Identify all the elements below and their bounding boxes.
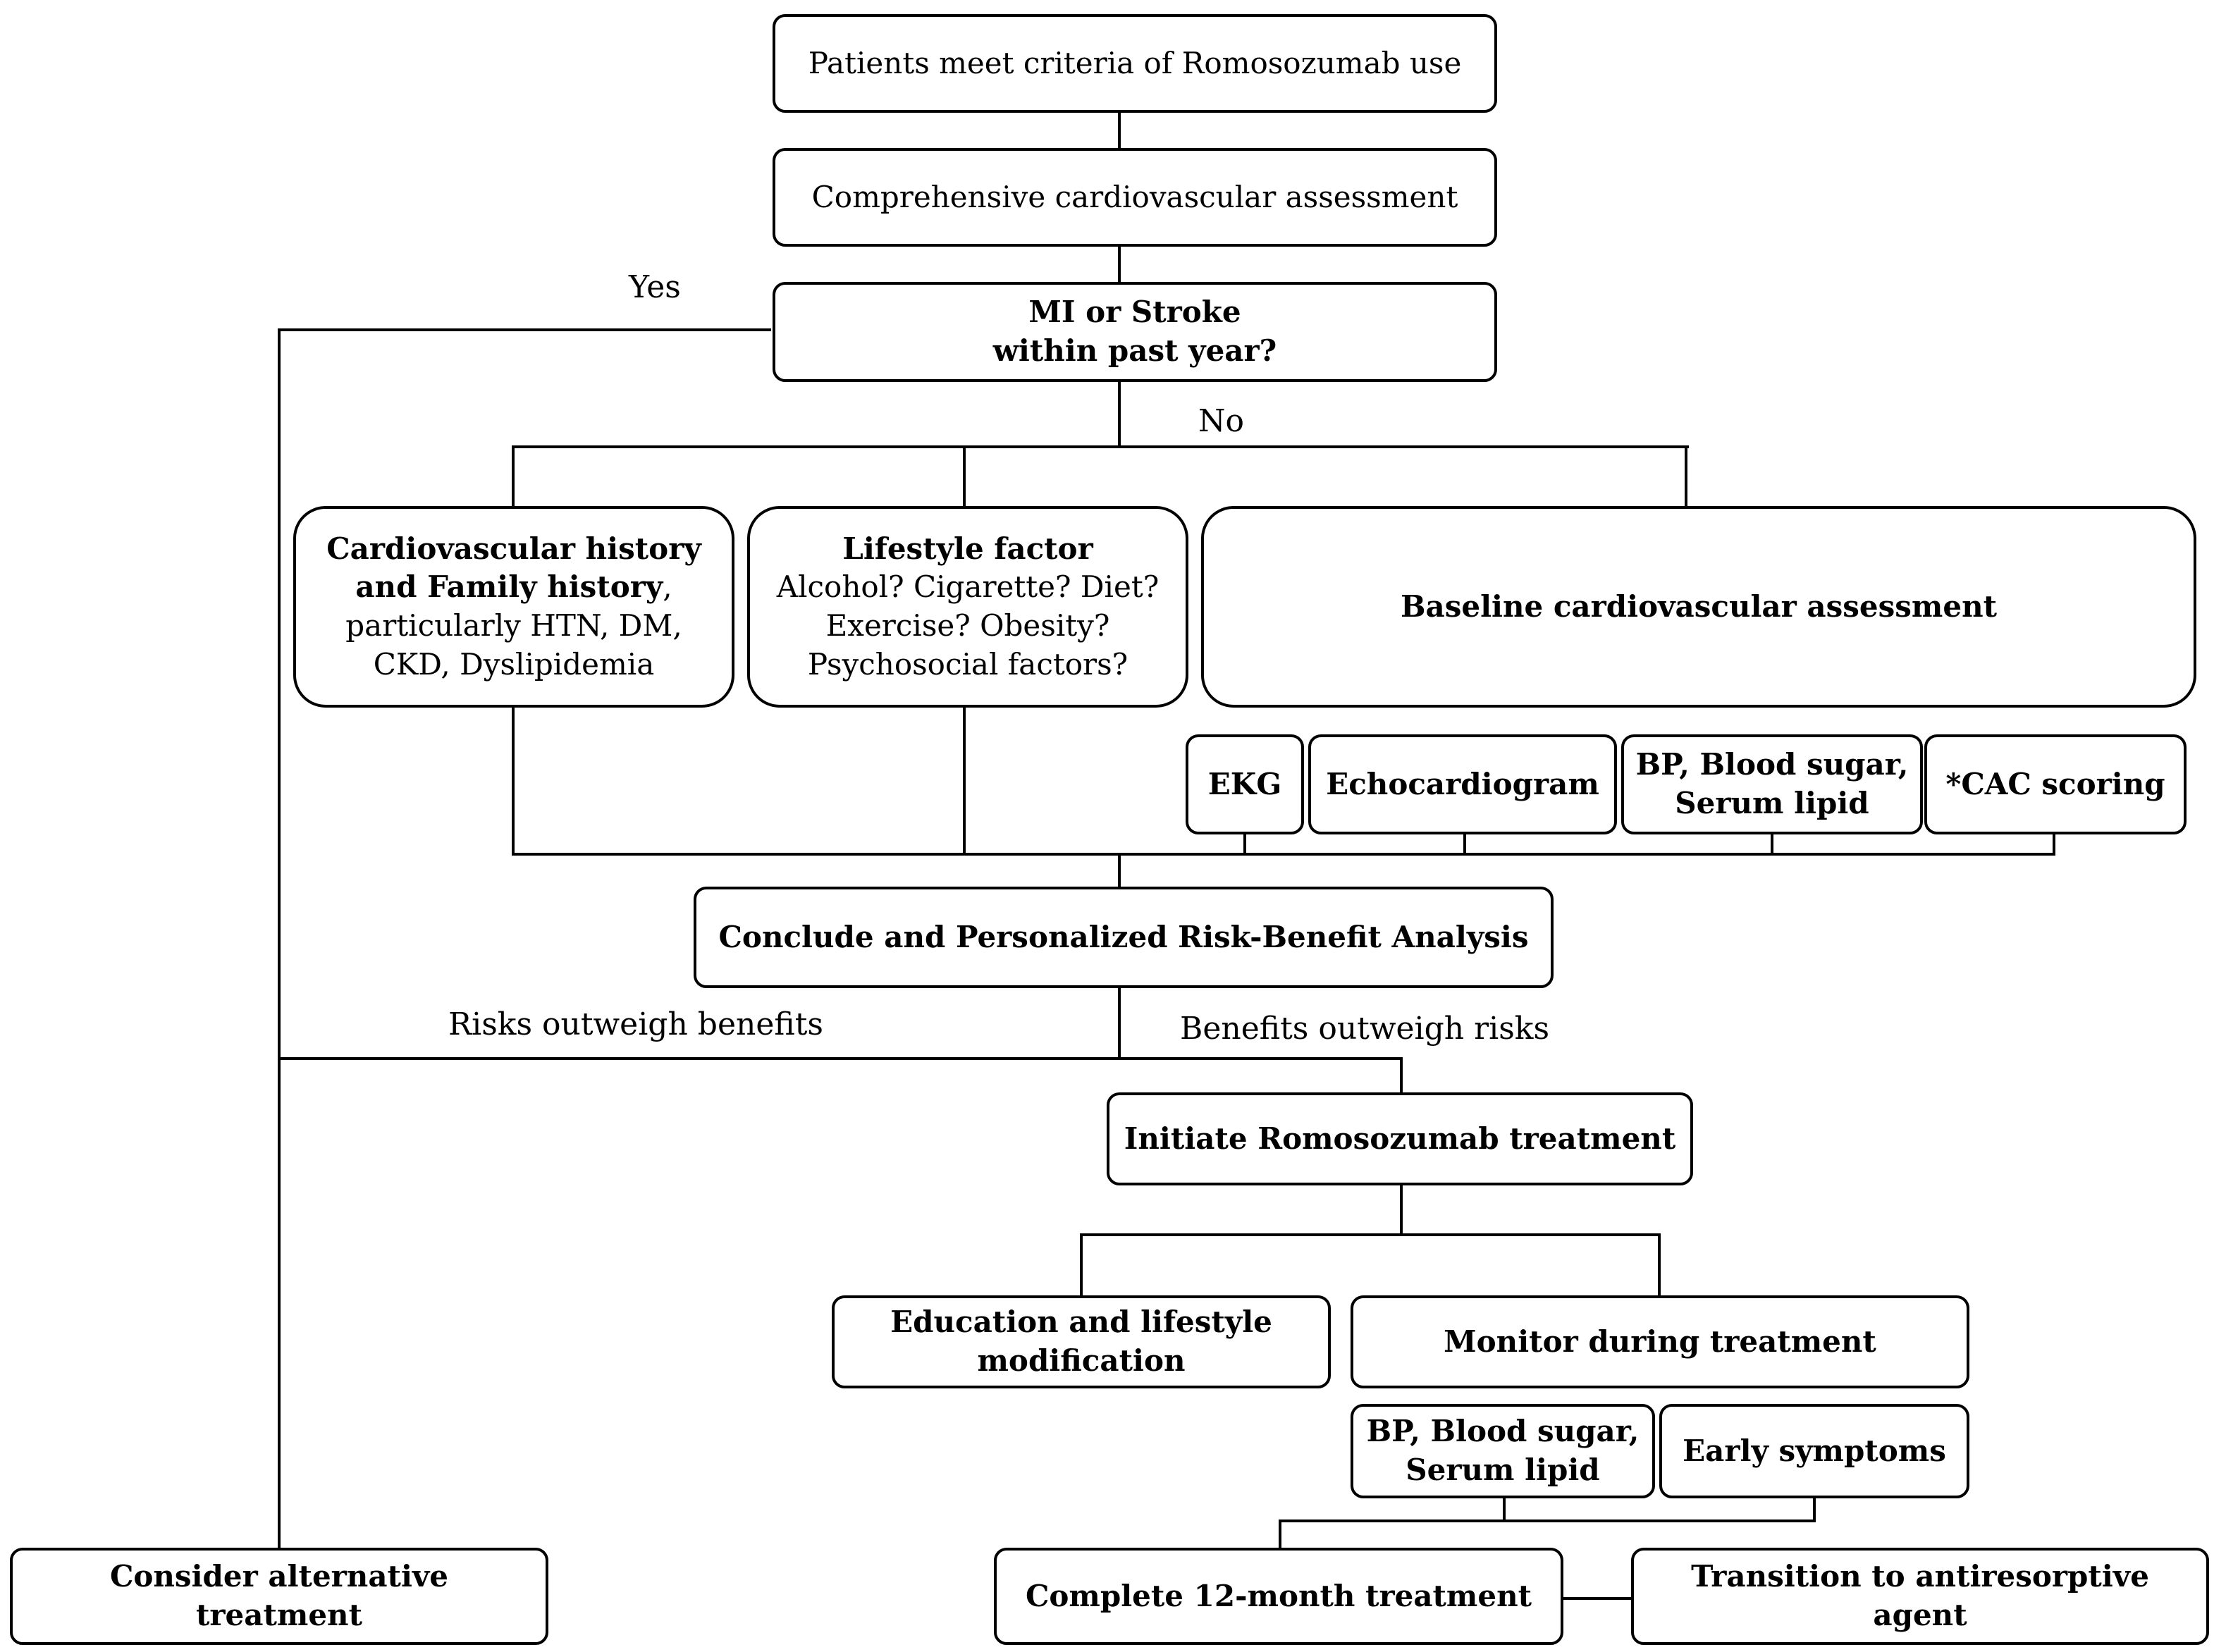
connector xyxy=(1080,1233,1083,1297)
connector xyxy=(512,706,515,856)
cv-history-box: Cardiovascular history and Family histor… xyxy=(293,506,734,708)
transition-box: Transition to antiresorptive agent xyxy=(1631,1548,2209,1645)
comprehensive-assessment-box: Comprehensive cardiovascular assessment xyxy=(773,148,1497,247)
criteria-box: Patients meet criteria of Romosozumab us… xyxy=(773,14,1497,113)
cv-history-line1: Cardiovascular history xyxy=(326,531,701,566)
risk-benefit-box: Conclude and Personalized Risk-Benefit A… xyxy=(694,887,1554,988)
connector xyxy=(1118,111,1121,149)
no-label: No xyxy=(1198,403,1244,439)
connector xyxy=(2053,832,2055,854)
connector xyxy=(1400,1184,1403,1236)
connector xyxy=(963,706,966,856)
alternative-treatment-text: Consider alternative treatment xyxy=(109,1559,449,1632)
baseline-labs-line2: Serum lipid xyxy=(1675,786,1869,820)
complete-treatment-text: Complete 12-month treatment xyxy=(1025,1578,1532,1613)
monitor-labs-line2: Serum lipid xyxy=(1406,1453,1600,1487)
lifestyle-line4: Psychosocial factors? xyxy=(807,646,1128,682)
connector xyxy=(278,328,281,1548)
baseline-assessment-text: Baseline cardiovascular assessment xyxy=(1400,588,1998,624)
connector xyxy=(1771,832,1773,854)
cac-scoring-box: *CAC scoring xyxy=(1924,734,2187,834)
mi-stroke-line1: MI or Stroke xyxy=(1028,295,1241,330)
comprehensive-assessment-text: Comprehensive cardiovascular assessment xyxy=(811,179,1458,214)
cac-scoring-text: *CAC scoring xyxy=(1945,766,2165,801)
ekg-text: EKG xyxy=(1207,766,1282,801)
cv-history-bold: and Family history xyxy=(355,569,663,605)
initiate-treatment-box: Initiate Romosozumab treatment xyxy=(1107,1092,1693,1185)
connector xyxy=(1279,1520,1281,1549)
connector xyxy=(1118,987,1121,1060)
connector xyxy=(1118,853,1121,888)
connector xyxy=(1243,832,1246,854)
connector xyxy=(512,445,1689,448)
benefits-outweigh-label: Benefits outweigh risks xyxy=(1180,1011,1550,1047)
connector xyxy=(1118,245,1121,283)
risk-benefit-text: Conclude and Personalized Risk-Benefit A… xyxy=(718,919,1529,954)
education-line2: modification xyxy=(977,1343,1186,1378)
monitor-text: Monitor during treatment xyxy=(1444,1324,1876,1359)
monitor-labs-box: BP, Blood sugar, Serum lipid xyxy=(1351,1404,1655,1498)
education-line1: Education and lifestyle xyxy=(890,1305,1272,1340)
early-symptoms-text: Early symptoms xyxy=(1683,1433,1946,1468)
mi-stroke-line2: within past year? xyxy=(992,333,1277,368)
cv-history-line3: particularly HTN, DM, xyxy=(345,608,682,643)
cv-history-comma: , xyxy=(663,569,672,605)
transition-text: Transition to antiresorptive agent xyxy=(1691,1559,2149,1632)
baseline-labs-line1: BP, Blood sugar, xyxy=(1635,747,1909,782)
echocardiogram-text: Echocardiogram xyxy=(1326,766,1599,801)
connector xyxy=(1685,445,1687,507)
ekg-box: EKG xyxy=(1186,734,1304,834)
lifestyle-box: Lifestyle factor Alcohol? Cigarette? Die… xyxy=(747,506,1188,708)
monitor-box: Monitor during treatment xyxy=(1351,1295,1969,1388)
criteria-text: Patients meet criteria of Romosozumab us… xyxy=(808,45,1462,80)
alternative-treatment-box: Consider alternative treatment xyxy=(10,1548,548,1645)
connector xyxy=(1463,832,1466,854)
connector xyxy=(278,328,771,331)
education-box: Education and lifestyle modification xyxy=(832,1295,1331,1388)
early-symptoms-box: Early symptoms xyxy=(1659,1404,1969,1498)
complete-treatment-box: Complete 12-month treatment xyxy=(994,1548,1563,1645)
baseline-assessment-box: Baseline cardiovascular assessment xyxy=(1201,506,2196,708)
lifestyle-line3: Exercise? Obesity? xyxy=(825,608,1110,643)
connector xyxy=(1279,1520,1816,1522)
connector xyxy=(1813,1497,1816,1522)
yes-label: Yes xyxy=(629,269,681,305)
connector xyxy=(1080,1233,1661,1236)
cv-history-line4: CKD, Dyslipidemia xyxy=(373,646,655,682)
cv-history-line2: and Family history, xyxy=(355,568,672,607)
connector xyxy=(1658,1233,1661,1297)
initiate-treatment-text: Initiate Romosozumab treatment xyxy=(1124,1121,1676,1156)
connector xyxy=(1503,1497,1506,1522)
connector xyxy=(1118,379,1121,447)
connector xyxy=(278,1057,1403,1060)
mi-stroke-decision-box: MI or Stroke within past year? xyxy=(773,282,1497,382)
connector xyxy=(512,853,2055,856)
lifestyle-title: Lifestyle factor xyxy=(842,531,1093,566)
connector xyxy=(963,445,966,507)
lifestyle-line2: Alcohol? Cigarette? Diet? xyxy=(776,569,1160,605)
connector xyxy=(1561,1597,1634,1600)
monitor-labs-line1: BP, Blood sugar, xyxy=(1366,1414,1640,1449)
connector xyxy=(1400,1057,1403,1094)
echocardiogram-box: Echocardiogram xyxy=(1308,734,1617,834)
connector xyxy=(512,445,515,507)
baseline-labs-box: BP, Blood sugar, Serum lipid xyxy=(1621,734,1923,834)
risks-outweigh-label: Risks outweigh benefits xyxy=(448,1006,823,1042)
